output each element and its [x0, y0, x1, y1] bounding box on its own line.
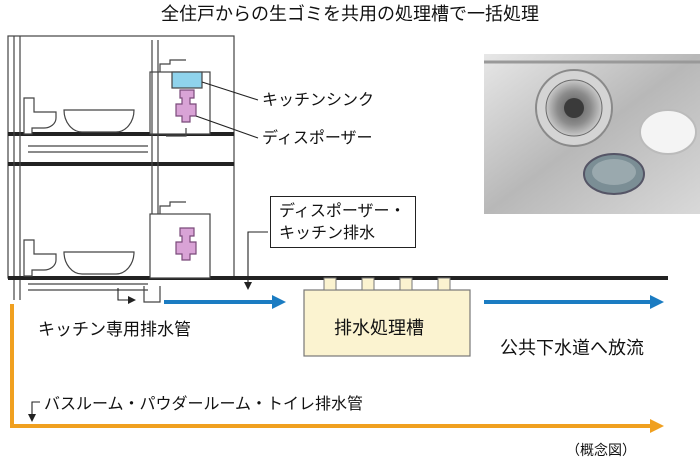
bath-pipe-label: バスルーム・パウダールーム・トイレ排水管	[44, 394, 364, 413]
faucet-icon-lower	[159, 201, 186, 214]
kitchen-flow-arrows	[164, 295, 664, 309]
public-sewer-label: 公共下水道へ放流	[500, 338, 644, 359]
bathtub-icon	[63, 109, 135, 133]
treatment-tank	[303, 277, 471, 357]
diagram-title: 全住戸からの生ゴミを共用の処理槽で一括処理	[161, 4, 539, 25]
lower-floor-fixtures	[23, 201, 211, 303]
disposer-icon-lower	[175, 227, 197, 261]
concept-note: （概念図）	[566, 443, 636, 459]
kitchen-sink-label: キッチンシンク	[262, 90, 375, 109]
toilet-icon-lower	[23, 239, 57, 277]
toilet-icon	[23, 97, 57, 135]
disposer-label: ディスポーザー	[262, 128, 373, 147]
tank-label: 排水処理槽	[334, 318, 424, 339]
disposer-icon	[175, 89, 197, 123]
disposer-drain-label-line1: ディスポーザー・	[279, 201, 406, 220]
disposer-drain-label: ディスポーザー・ キッチン排水	[270, 196, 416, 248]
bathtub-icon-lower	[63, 251, 135, 275]
upper-floor-fixtures	[23, 40, 211, 270]
kitchen-pipe-label: キッチン専用排水管	[38, 320, 191, 340]
bath-flow-arrow	[10, 304, 664, 433]
sink-icon	[171, 71, 203, 89]
leader-lines	[28, 81, 268, 422]
sink-photo	[484, 54, 700, 214]
faucet-icon	[159, 59, 186, 72]
disposer-drain-label-line2: キッチン排水	[279, 223, 376, 242]
